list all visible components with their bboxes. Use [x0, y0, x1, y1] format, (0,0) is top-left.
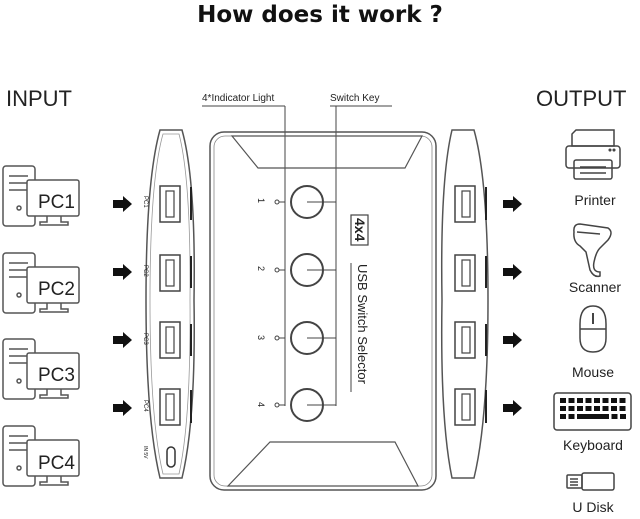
output-heading: OUTPUT	[536, 86, 627, 111]
output-usb-port-1	[454, 185, 476, 223]
input-arrow-4	[113, 400, 132, 416]
output-usb-port-3	[454, 321, 476, 359]
indicator-light-4	[274, 402, 285, 408]
indicator-light-1	[274, 199, 285, 205]
output-usb-port-4	[454, 388, 476, 426]
port-label-pc3: PC3	[142, 333, 148, 345]
port-label-pc1: PC1	[142, 196, 148, 208]
scanner-label: Scanner	[568, 279, 622, 295]
power-port	[166, 446, 176, 468]
keyboard-label: Keyboard	[563, 437, 623, 453]
output-usb-port-2	[454, 254, 476, 292]
indicator-light-callout: 4*Indicator Light	[202, 93, 275, 104]
output-arrow-4	[503, 400, 522, 416]
computer-icon-2	[2, 252, 80, 314]
printer-icon	[565, 129, 621, 180]
channel-3-label: 3	[256, 335, 266, 341]
pc2-label: PC2	[38, 279, 75, 300]
printer-label: Printer	[574, 192, 616, 208]
input-arrow-3	[113, 332, 132, 348]
output-side-panel	[440, 129, 489, 479]
input-heading: INPUT	[6, 86, 72, 111]
channel-4-label: 4	[256, 402, 266, 408]
input-usb-port-2	[159, 254, 181, 292]
switch-key-2	[290, 253, 336, 287]
port-label-pc4: PC4	[142, 400, 148, 412]
scanner-icon	[573, 223, 612, 278]
mouse-icon	[579, 305, 607, 353]
input-side-panel	[145, 129, 195, 479]
switch-key-callout: Switch Key	[330, 93, 380, 104]
switch-key-3	[290, 321, 336, 355]
computer-icon-1	[2, 165, 80, 227]
input-arrow-2	[113, 264, 132, 280]
input-usb-port-4	[159, 388, 181, 426]
badge-box	[350, 214, 369, 246]
pc1-label: PC1	[38, 192, 75, 213]
channel-2-label: 2	[256, 266, 266, 272]
switch-key-4	[290, 388, 336, 422]
pc4-label: PC4	[38, 453, 75, 474]
switch-key-1	[290, 185, 336, 219]
input-arrow-1	[113, 196, 132, 212]
power-port-label: IN 5V	[142, 446, 148, 459]
keyboard-icon	[553, 392, 632, 431]
device-name: USB Switch Selector	[355, 264, 370, 384]
output-arrow-3	[503, 332, 522, 348]
switch-body	[209, 131, 437, 491]
indicator-light-3	[274, 335, 285, 341]
mouse-label: Mouse	[571, 364, 615, 380]
output-arrow-1	[503, 196, 522, 212]
page-title: How does it work ?	[197, 2, 443, 28]
input-usb-port-3	[159, 321, 181, 359]
computer-icon-3	[2, 338, 80, 400]
computer-icon-4	[2, 425, 80, 487]
output-arrow-2	[503, 264, 522, 280]
device-badge: 4x4	[352, 218, 368, 242]
input-usb-port-1	[159, 185, 181, 223]
channel-1-label: 1	[256, 198, 266, 204]
u-disk-label: U Disk	[572, 499, 614, 515]
indicator-light-2	[274, 267, 285, 273]
usb-drive-icon	[566, 472, 615, 491]
port-label-pc2: PC2	[142, 265, 148, 277]
pc3-label: PC3	[38, 365, 75, 386]
